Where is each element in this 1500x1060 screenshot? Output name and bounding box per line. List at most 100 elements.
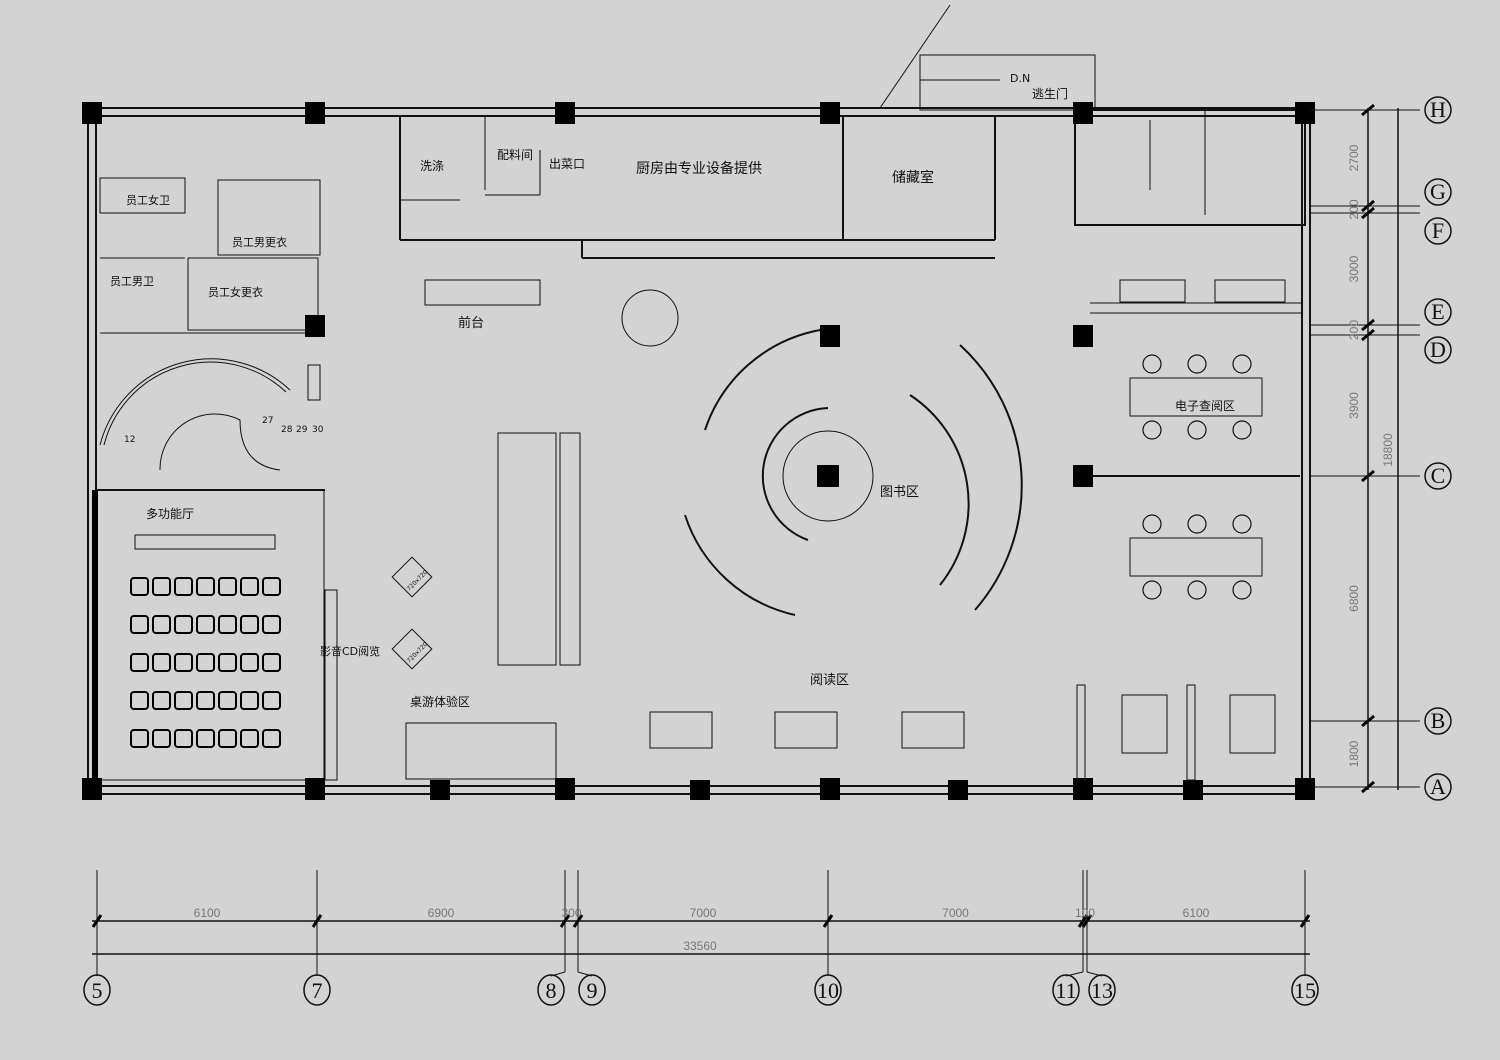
label-multi-hall: 多功能厅	[146, 507, 194, 521]
hall-seat	[130, 691, 149, 710]
row-dimension: 3000	[1347, 255, 1361, 282]
axis-label: 10	[817, 978, 839, 1003]
hall-seat	[196, 653, 215, 672]
label-female-locker: 员工女更衣	[208, 285, 263, 299]
stair-step-29: 29	[296, 425, 308, 435]
chair	[1232, 514, 1252, 534]
row-dimension: 1800	[1347, 740, 1361, 767]
hall-seat	[218, 577, 237, 596]
chair	[1232, 420, 1252, 440]
column-dimension: 7000	[942, 906, 969, 920]
row-dimension: 200	[1347, 199, 1361, 219]
label-storage: 储藏室	[892, 169, 934, 186]
hall-seat	[240, 729, 259, 748]
axis-label: G	[1430, 179, 1446, 204]
hall-seat	[262, 653, 281, 672]
axis-bubble-D	[1424, 336, 1452, 364]
room-labels: 厨房由专业设备提供 储藏室 洗涤 配料间 出菜口 前台 员工女卫 员工男卫 员工…	[110, 72, 1235, 709]
label-washing: 洗涤	[420, 159, 444, 173]
label-male-locker: 员工男更衣	[232, 235, 287, 249]
axis-bubble-15	[1291, 974, 1319, 1006]
hall-seat	[174, 615, 193, 634]
hall-seat	[152, 653, 171, 672]
hall-seat	[240, 615, 259, 634]
axis-label: 13	[1091, 978, 1113, 1003]
label-staff-female-wc: 员工女卫	[126, 193, 170, 207]
column-dimension: 6900	[428, 906, 455, 920]
axis-bubble-8	[537, 974, 565, 1006]
hall-seat	[130, 653, 149, 672]
column-dimension: 300	[561, 906, 581, 920]
hall-seat	[130, 729, 149, 748]
columns	[82, 102, 1315, 800]
axis-bubble-A	[1424, 773, 1452, 801]
axis-bubble-H	[1424, 96, 1452, 124]
axis-bubble-E	[1424, 298, 1452, 326]
hall-seat	[196, 691, 215, 710]
label-prep: 配料间	[497, 148, 533, 162]
stair-step-28: 28	[281, 425, 293, 435]
row-total-dimension: 18800	[1381, 433, 1395, 467]
hall-seat	[240, 577, 259, 596]
chair	[1142, 514, 1162, 534]
column-dimension: 6100	[1183, 906, 1210, 920]
hall-seat	[174, 729, 193, 748]
stair-step-12: 12	[124, 435, 135, 445]
stair-step-27: 27	[262, 416, 273, 426]
axis-label: D	[1430, 337, 1446, 362]
axis-label: F	[1432, 218, 1444, 243]
axis-bubble-B	[1424, 707, 1452, 735]
label-front-desk: 前台	[458, 315, 484, 331]
hall-seat	[262, 615, 281, 634]
chair	[1142, 354, 1162, 374]
axis-label: A	[1430, 774, 1446, 799]
hall-seat	[152, 691, 171, 710]
axis-label: E	[1431, 299, 1444, 324]
label-escape-door: 逃生门	[1032, 86, 1068, 101]
axis-label: 15	[1294, 978, 1316, 1003]
hall-seat	[196, 615, 215, 634]
label-down: D.N	[1010, 72, 1030, 85]
axis-label: H	[1430, 97, 1446, 122]
axis-bubble-5	[83, 974, 111, 1006]
hall-seat	[152, 577, 171, 596]
axis-bubble-C	[1424, 462, 1452, 490]
chair	[1187, 580, 1207, 600]
chair	[1232, 580, 1252, 600]
hall-seat	[218, 653, 237, 672]
chair	[1142, 420, 1162, 440]
axis-label: 5	[92, 978, 103, 1003]
axis-label: B	[1431, 708, 1446, 733]
axis-bubble-10	[814, 974, 842, 1006]
hall-seat	[262, 577, 281, 596]
axis-label: 9	[587, 978, 598, 1003]
label-e-reading: 电子查阅区	[1175, 399, 1235, 413]
hall-seat	[174, 577, 193, 596]
axis-bubble-F	[1424, 217, 1452, 245]
label-serving: 出菜口	[549, 157, 585, 171]
axis-label: 11	[1055, 978, 1076, 1003]
row-dimension: 3900	[1347, 392, 1361, 419]
label-books: 图书区	[880, 485, 919, 500]
hall-seat	[218, 691, 237, 710]
axis-bubble-13	[1088, 974, 1116, 1006]
label-staff-male-wc: 员工男卫	[110, 275, 154, 288]
hall-seat	[130, 577, 149, 596]
column-dimension: 100	[1075, 906, 1095, 920]
stair-step-30: 30	[312, 425, 324, 435]
hall-seat	[174, 691, 193, 710]
chair	[1142, 580, 1162, 600]
axis-bubble-7	[303, 974, 331, 1006]
label-kitchen: 厨房由专业设备提供	[636, 160, 762, 177]
chair	[1187, 420, 1207, 440]
row-dimension: 200	[1347, 320, 1361, 340]
label-boardgame: 桌游体验区	[410, 694, 470, 709]
hall-seat	[152, 729, 171, 748]
row-dimension: 2700	[1347, 144, 1361, 171]
hall-seat	[196, 577, 215, 596]
axis-label: 7	[312, 978, 323, 1003]
hall-seat	[240, 653, 259, 672]
row-dimension: 6800	[1347, 585, 1361, 612]
label-av-cd: 影音CD阅览	[320, 644, 380, 658]
